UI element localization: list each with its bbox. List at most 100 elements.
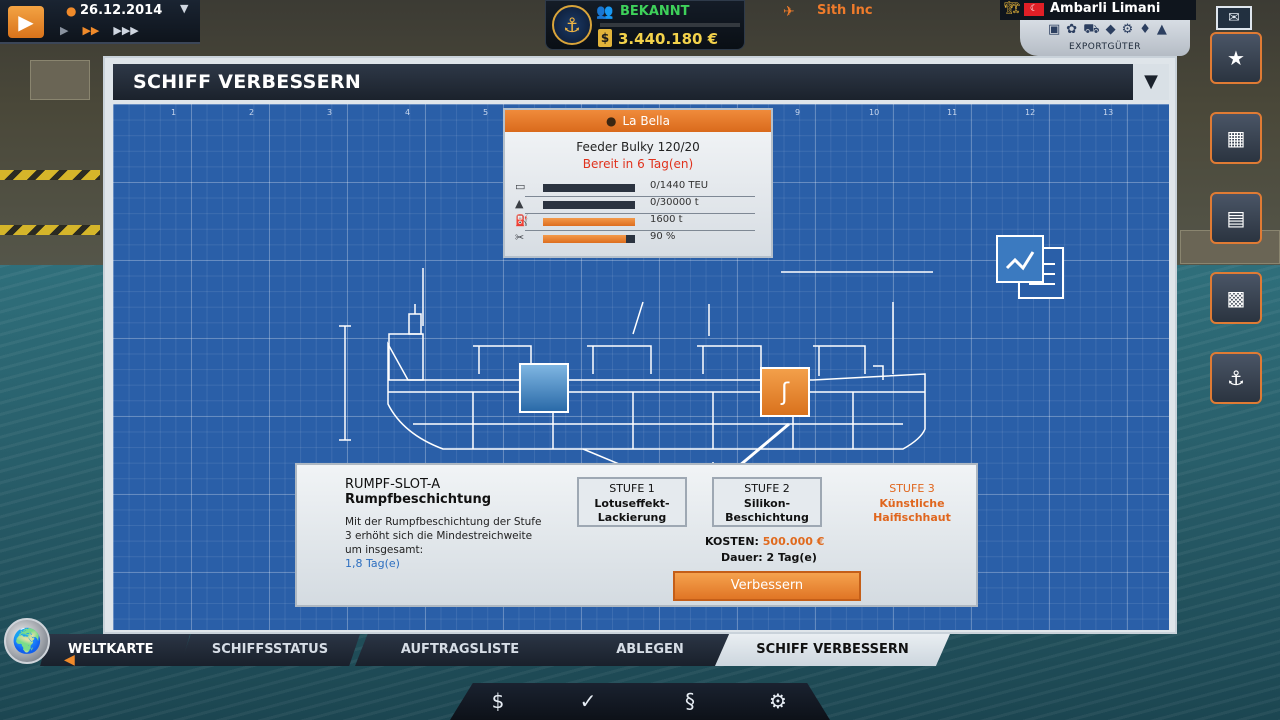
cost-label: KOSTEN:: [705, 535, 759, 548]
tab-label: SCHIFFSSTATUS: [211, 642, 329, 657]
speed-1-button[interactable]: ▶: [60, 24, 69, 37]
budget-icon[interactable]: §: [685, 689, 695, 713]
hull-slot-a-button[interactable]: [519, 363, 569, 413]
chevron-down-icon[interactable]: ▼: [180, 2, 189, 15]
harbor-building: [30, 60, 90, 100]
stage-label: STUFE 2: [744, 482, 790, 495]
ruler-label: 13: [1103, 108, 1114, 117]
export-goods-icon: ⚙: [1121, 22, 1134, 37]
export-goods-icon: ▲: [1156, 22, 1167, 37]
fuel-value: 1600 t: [650, 214, 683, 225]
statistics-icon[interactable]: ✓: [579, 689, 597, 713]
upgrade-name: Rumpfbeschichtung: [345, 492, 492, 507]
settings-document-icon[interactable]: ⚙: [769, 689, 787, 713]
money-icon: $: [598, 29, 612, 47]
money-label: 3.440.180 €: [618, 30, 719, 48]
anchor-emblem-icon[interactable]: ⚓: [552, 5, 592, 45]
stage-2-card[interactable]: STUFE 2 Silikon-Beschichtung: [712, 477, 822, 527]
ship-documents-icon[interactable]: [995, 234, 1065, 300]
speed-3-button[interactable]: ▶▶▶: [113, 24, 139, 37]
tab-label: WELTKARTE: [68, 642, 154, 657]
divider: [525, 230, 755, 231]
game-date: 26.12.2014: [80, 3, 163, 18]
stage-name: Künstliche Haifischhaut: [873, 497, 951, 524]
export-goods-icon: ▣: [1048, 22, 1061, 37]
tab-ship-status[interactable]: SCHIFFSSTATUS: [180, 634, 360, 666]
terminal-icon: ▩: [1226, 286, 1246, 310]
container-icon: ▭: [515, 180, 526, 193]
ruler-label: 4: [405, 108, 411, 117]
collapse-button[interactable]: ▼: [1133, 64, 1169, 100]
anchor-icon: ⚓: [1227, 366, 1245, 390]
crane-icon: 🏗: [1004, 1, 1021, 16]
tab-depart[interactable]: ABLEGEN: [550, 634, 750, 666]
export-goods-label: EXPORTGÜTER: [1069, 42, 1141, 52]
finance-icon[interactable]: $: [491, 689, 505, 713]
globe-icon[interactable]: 🌍: [4, 618, 50, 664]
contracts-button[interactable]: ▤: [1210, 192, 1262, 244]
panel-header: SCHIFF VERBESSERN ▼: [113, 64, 1169, 100]
weight-value: 0/30000 t: [650, 197, 699, 208]
weight-icon: ▲: [515, 197, 524, 210]
ruler-label: 9: [795, 108, 801, 117]
stage-3-card[interactable]: STUFE 3 Künstliche Haifischhaut: [857, 479, 967, 525]
fuel-bar: [543, 218, 635, 226]
tab-label: SCHIFF VERBESSERN: [756, 642, 909, 657]
time-control-bar: ▶ ● 26.12.2014 ▼ ▶ ▶▶ ▶▶▶: [0, 0, 200, 44]
rank-medal-button[interactable]: ★: [1210, 32, 1262, 84]
cost-value: 500.000 €: [762, 535, 825, 548]
city-view-button[interactable]: ▦: [1210, 112, 1262, 164]
condition-value: 90 %: [650, 231, 676, 242]
divider: [525, 213, 755, 214]
rank-progress-bar: [600, 23, 740, 27]
capacity-bar: [543, 184, 635, 192]
cost-row: KOSTEN: 500.000 €: [705, 535, 824, 548]
company-status-panel: ⚓ 👥 BEKANNT $ 3.440.180 €: [545, 0, 745, 50]
ruler-label: 3: [327, 108, 333, 117]
tab-order-list[interactable]: AUFTRAGSLISTE: [355, 634, 565, 666]
tab-ship-upgrade[interactable]: SCHIFF VERBESSERN: [715, 634, 950, 666]
stage-label: STUFE 3: [889, 482, 935, 495]
ship-type: Feeder Bulky 120/20: [576, 140, 700, 154]
export-goods-box[interactable]: ▣ ✿ ⛟ ◆ ⚙ ♦ ▲ EXPORTGÜTER: [1020, 20, 1190, 56]
coating-icon: ʃ: [780, 378, 790, 406]
ruler-label: 5: [483, 108, 489, 117]
tab-world-map[interactable]: ◀ WELTKARTE: [40, 634, 190, 666]
play-pause-button[interactable]: ▶: [8, 6, 44, 38]
rank-label: BEKANNT: [620, 4, 690, 19]
back-arrow-icon: ◀: [64, 652, 75, 668]
speed-2-button[interactable]: ▶▶: [82, 24, 100, 37]
stage-1-card[interactable]: STUFE 1 Lotuseffekt-Lackierung: [577, 477, 687, 527]
port-info-panel: 🏗 ☾ Ambarli Limani ▣ ✿ ⛟ ◆ ⚙ ♦ ▲ EXPORTG…: [1000, 0, 1196, 56]
people-icon: 👥: [596, 4, 614, 20]
ship-name-header: ●La Bella: [505, 110, 771, 132]
terminal-map-button[interactable]: ▩: [1210, 272, 1262, 324]
chevron-down-icon: ▼: [1144, 71, 1158, 92]
ruler-label: 11: [947, 108, 958, 117]
upgrade-button[interactable]: Verbessern: [673, 571, 861, 601]
captain-icon: ●: [606, 114, 617, 128]
mail-icon[interactable]: ✉: [1216, 6, 1252, 30]
export-goods-icon: ✿: [1066, 22, 1078, 37]
stage-name: Silikon-Beschichtung: [725, 497, 809, 524]
fuel-icon: ⛽: [515, 214, 529, 227]
condition-bar: [543, 235, 635, 243]
calendar-pin-icon: ●: [66, 4, 77, 18]
hull-slot-b-button[interactable]: ʃ: [760, 367, 810, 417]
ship-outline: [323, 268, 933, 475]
ship-info-card: ●La Bella Feeder Bulky 120/20 Bereit in …: [503, 108, 773, 258]
bottom-tab-bar: ◀ WELTKARTE SCHIFFSSTATUS AUFTRAGSLISTE …: [40, 634, 950, 666]
export-goods-icon: ⛟: [1083, 22, 1100, 37]
stat-row-capacity: ▭ 0/1440 TEU: [515, 180, 765, 196]
stat-row-weight: ▲ 0/30000 t: [515, 197, 765, 213]
turkey-flag-icon: ☾: [1024, 3, 1044, 16]
medal-icon: ★: [1227, 46, 1245, 70]
company-emblem-button[interactable]: ⚓: [1210, 352, 1262, 404]
condition-fill: [543, 235, 626, 243]
upgrade-bonus: 1,8 Tag(e): [345, 557, 400, 570]
upgrade-description: Mit der Rumpfbeschichtung der Stufe 3 er…: [345, 516, 542, 556]
tab-label: AUFTRAGSLISTE: [400, 642, 520, 657]
stat-row-condition: ✂ 90 %: [515, 231, 765, 247]
capacity-value: 0/1440 TEU: [650, 180, 709, 191]
ruler-label: 2: [249, 108, 255, 117]
